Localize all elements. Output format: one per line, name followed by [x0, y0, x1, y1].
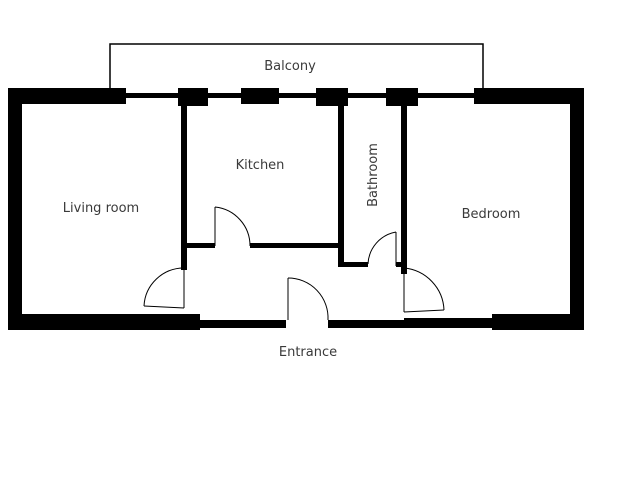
exterior-walls [8, 88, 584, 330]
door-kitchen [214, 206, 251, 247]
front-wall [200, 318, 492, 328]
living-room-label: Living room [63, 201, 139, 216]
door-living-room [143, 267, 185, 309]
interior-walls [181, 104, 407, 274]
kitchen-label: Kitchen [236, 158, 285, 173]
bedroom-label: Bedroom [462, 207, 521, 222]
door-entrance [287, 277, 329, 321]
balcony-area [109, 43, 484, 92]
bathroom-label: Bathroom [366, 143, 381, 207]
door-bathroom [367, 231, 397, 266]
balcony-wall [126, 88, 474, 106]
balcony-label: Balcony [264, 59, 316, 74]
entrance-label: Entrance [279, 345, 337, 360]
door-bedroom [403, 267, 445, 313]
